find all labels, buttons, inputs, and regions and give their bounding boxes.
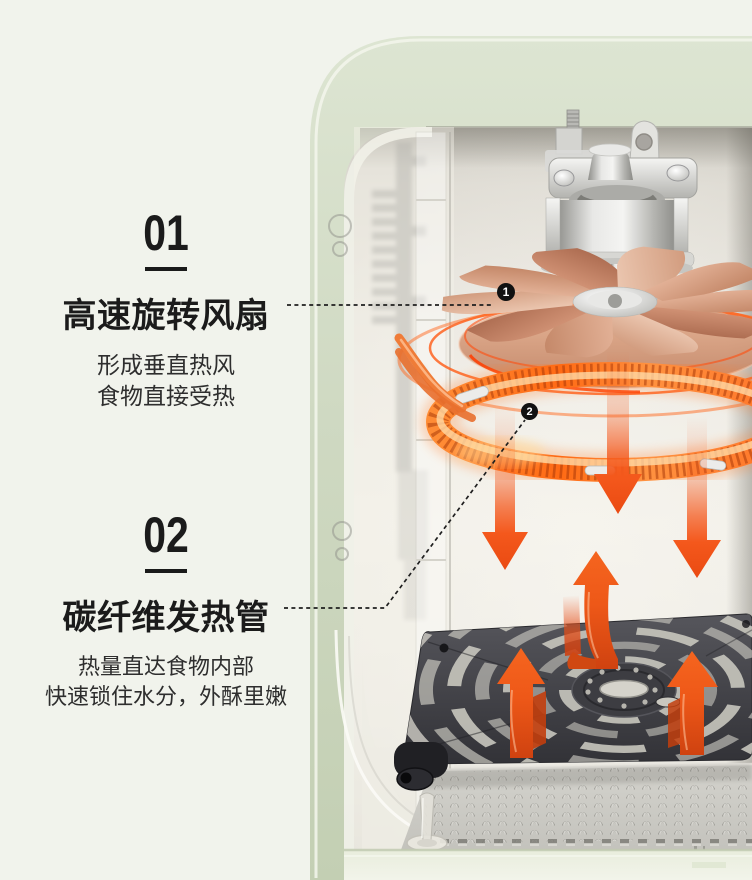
- annotation-rule: [145, 267, 187, 271]
- coil-feed-tubes: [394, 333, 476, 422]
- up-arrow: [573, 551, 619, 669]
- annotation-block-1: 01 高速旋转风扇 形成垂直热风 食物直接受热: [28, 208, 304, 412]
- up-arrow: [497, 648, 545, 758]
- annotation-line: 形成垂直热风: [97, 352, 235, 378]
- annotation-line: 食物直接受热: [97, 383, 235, 409]
- marker-1-badge: 1: [497, 283, 515, 301]
- glass-pin: [406, 792, 448, 852]
- side-wall-frosted: [328, 127, 454, 852]
- annotation-line: 热量直达食物内部: [77, 654, 254, 679]
- cavity-interior: [344, 126, 752, 852]
- annotation-title: 碳纤维发热管: [62, 599, 270, 637]
- crumb-tray: [398, 762, 752, 858]
- heat-rings: [397, 299, 752, 418]
- down-arrow: [594, 350, 642, 514]
- grill-corner-foot: [394, 742, 448, 791]
- glass-floor-corner: [334, 629, 470, 852]
- airflow-down-arrows: [482, 350, 721, 578]
- up-arrow-faded: [563, 595, 581, 656]
- grill-center-holes: [585, 665, 658, 709]
- heating-coil: [394, 333, 752, 488]
- down-arrow: [482, 404, 528, 570]
- appliance-body-shell: [310, 36, 752, 880]
- fan: [397, 246, 752, 418]
- airflow-up-arrows: [497, 551, 718, 758]
- down-arrow: [673, 416, 721, 578]
- hinge-detail: [328, 214, 352, 561]
- annotation-index: 01: [143, 205, 189, 261]
- annotation-index: 02: [143, 507, 189, 563]
- coil-support-clips: [455, 385, 727, 476]
- annotation-title: 高速旋转风扇: [62, 297, 270, 335]
- annotation-line: 快速锁住水分，外酥里嫩: [44, 684, 287, 709]
- annotation-block-2: 02 碳纤维发热管 热量直达食物内部 快速锁住水分，外酥里嫩: [8, 510, 324, 712]
- up-arrow: [667, 651, 718, 755]
- fan-motor: [539, 109, 698, 313]
- marker-2-badge: 2: [521, 403, 538, 420]
- grill-plate: [394, 613, 752, 791]
- annotation-rule: [145, 569, 187, 573]
- base: [344, 848, 752, 880]
